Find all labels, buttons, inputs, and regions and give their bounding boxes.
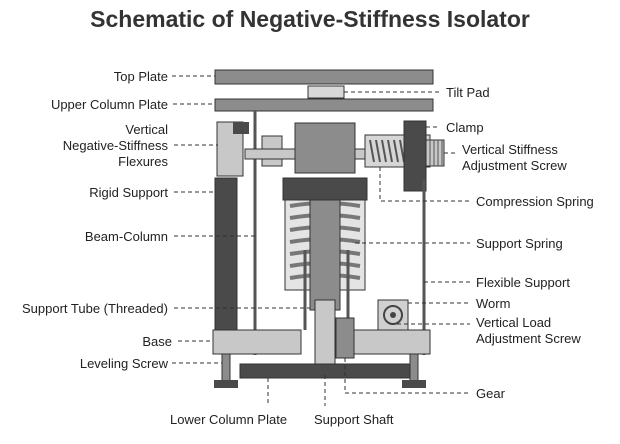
lower-column-plate (239, 363, 416, 379)
label-upper-column-plate: Upper Column Plate (50, 97, 168, 112)
label-vs-adjust-line1: Vertical Stiffness (462, 142, 558, 157)
leveling-screw-left (221, 353, 231, 383)
leveling-screw-right (409, 353, 419, 383)
label-support-spring: Support Spring (476, 236, 563, 251)
label-vs-adjust-line2: Adjustment Screw (462, 158, 567, 173)
base-right (349, 329, 431, 355)
label-vertical-flexures-line3: Flexures (118, 154, 168, 169)
label-lower-column-plate: Lower Column Plate (170, 412, 288, 427)
leader-lines (172, 75, 470, 406)
label-support-tube: Support Tube (Threaded) (22, 301, 168, 316)
label-top-plate: Top Plate (113, 69, 168, 84)
label-leveling-screw: Leveling Screw (79, 356, 168, 371)
label-vertical-flexures-line1: Vertical (125, 122, 168, 137)
rigid-support-left (214, 177, 238, 331)
label-rigid-support: Rigid Support (89, 185, 168, 200)
label-vl-adjust-line1: Vertical Load (476, 315, 552, 330)
upper-column-plate (214, 98, 434, 112)
label-tilt-pad: Tilt Pad (446, 85, 490, 100)
screw-knurl (429, 140, 443, 166)
label-gear: Gear (476, 386, 505, 401)
adjustment-screw-head (425, 139, 445, 167)
label-beam-column: Beam-Column (84, 229, 168, 244)
label-vl-adjust-line2: Adjustment Screw (476, 331, 581, 346)
label-flexible-support: Flexible Support (476, 275, 570, 290)
label-compression-spring: Compression Spring (476, 194, 594, 209)
base-left (212, 329, 302, 355)
label-worm: Worm (476, 296, 511, 311)
compression-spring-coils (369, 139, 405, 163)
label-base: Base (142, 334, 172, 349)
flexure-cap-left (233, 122, 249, 134)
label-support-shaft: Support Shaft (314, 412, 394, 427)
spring-cap (282, 177, 368, 201)
diagram-title: Schematic of Negative-Stiffness Isolator (90, 6, 530, 32)
tilt-pad (307, 85, 345, 99)
gear-block (335, 317, 355, 359)
center-block (294, 122, 356, 174)
label-clamp: Clamp (446, 120, 484, 135)
top-plate (214, 69, 434, 85)
support-tube (309, 199, 341, 311)
label-vertical-flexures-line2: Negative-Stiffness (62, 138, 168, 153)
